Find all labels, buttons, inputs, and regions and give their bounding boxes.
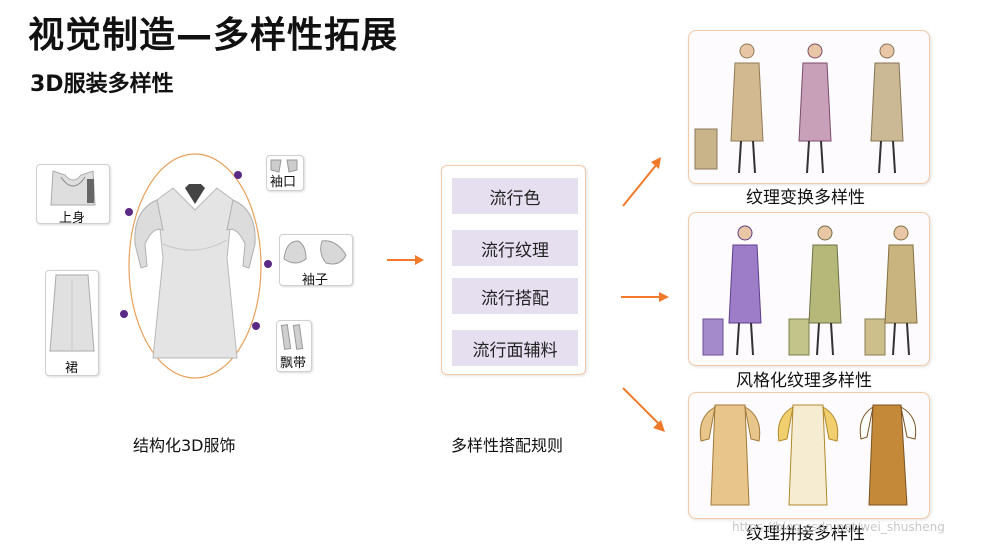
rule-popular-matching: 流行搭配 — [452, 278, 578, 314]
part-label-top: 上身 — [59, 211, 86, 226]
left-caption: 结构化3D服饰 — [133, 436, 236, 455]
result-caption-texture-splicing: 纹理拼接多样性 — [746, 524, 865, 544]
connector-dot — [264, 260, 272, 268]
connector-dot — [252, 322, 260, 330]
model-figures-image — [694, 43, 904, 174]
part-card-top: 上身 — [36, 164, 110, 226]
part-ellipse — [128, 153, 262, 379]
part-label-cuff: 袖口 — [270, 175, 297, 190]
part-card-skirt: 裙 — [45, 270, 99, 376]
rules-panel: 流行色 流行纹理 流行搭配 流行面辅料 — [441, 165, 586, 375]
part-card-ribbon: 飘带 — [276, 320, 312, 372]
watermark: https://blog.csdn.net/wei_shusheng — [732, 520, 945, 534]
result-panel-texture-splicing — [688, 392, 930, 519]
part-card-sleeve: 袖子 — [279, 234, 353, 288]
output-arrows — [621, 157, 669, 432]
top-garment-icon — [50, 170, 96, 206]
rule-popular-fabric: 流行面辅料 — [452, 330, 578, 366]
connector-dot — [125, 208, 133, 216]
arrow-down-right-icon — [622, 387, 665, 432]
rule-popular-texture: 流行纹理 — [452, 230, 578, 266]
part-card-cuff: 袖口 — [266, 155, 304, 191]
part-label-sleeve: 袖子 — [302, 273, 329, 288]
rules-caption: 多样性搭配规则 — [451, 436, 564, 455]
result-caption-stylized-texture: 风格化纹理多样性 — [736, 371, 872, 391]
structured-dress-figure — [120, 153, 272, 379]
page-subtitle: 3D服装多样性 — [30, 72, 174, 97]
result-panel-stylized-texture — [688, 212, 930, 366]
sleeve-garment-icon — [283, 240, 347, 265]
connector-dot — [234, 171, 242, 179]
splice-dresses-image — [699, 404, 917, 506]
arrow-up-right-icon — [622, 157, 661, 207]
page-title: 视觉制造—多样性拓展 — [28, 15, 399, 56]
skirt-garment-icon — [49, 274, 95, 352]
part-label-ribbon: 飘带 — [280, 356, 307, 371]
dress-icon — [152, 187, 238, 359]
result-panel-texture-change — [688, 30, 930, 184]
part-label-skirt: 裙 — [65, 361, 79, 376]
result-caption-texture-change: 纹理变换多样性 — [746, 188, 865, 208]
arrow-right-icon — [621, 292, 669, 302]
rule-popular-color: 流行色 — [452, 178, 578, 214]
cuff-garment-icon — [270, 159, 298, 173]
model-figures-image — [702, 225, 918, 356]
ribbon-garment-icon — [280, 324, 304, 350]
connector-dot — [120, 310, 128, 318]
arrow-right-icon — [387, 255, 424, 265]
